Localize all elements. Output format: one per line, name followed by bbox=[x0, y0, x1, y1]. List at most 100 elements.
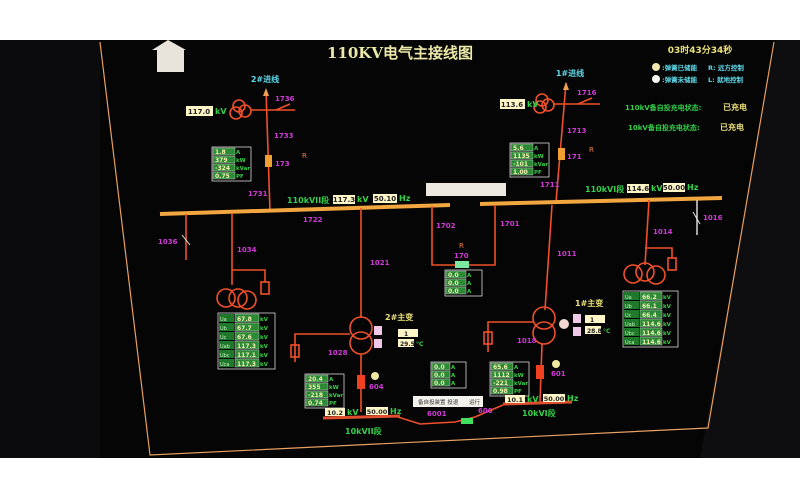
earth-switch-1736[interactable] bbox=[275, 103, 291, 111]
bus110-2-name: 110kVII段 bbox=[287, 195, 329, 205]
tie-control-button[interactable] bbox=[426, 183, 506, 196]
pt-icon bbox=[237, 290, 257, 310]
incoming1-mode: R bbox=[589, 146, 594, 154]
meter-label: Uab bbox=[220, 344, 230, 350]
id-1014: 1014 bbox=[653, 228, 673, 236]
page-title: 110KV电气主接线图 bbox=[327, 44, 473, 62]
meter-unit: kV bbox=[260, 353, 269, 359]
status-110kv-label: 110kV备自投充电状态: bbox=[625, 103, 702, 112]
home-button[interactable] bbox=[152, 40, 186, 72]
meter-value-cell bbox=[212, 155, 236, 164]
meter-label: Ubc bbox=[220, 353, 230, 359]
meter-label: Ua bbox=[625, 295, 632, 301]
breaker-173[interactable] bbox=[265, 155, 272, 167]
meter-value-cell bbox=[490, 386, 514, 395]
meter-value: 66.4 bbox=[642, 312, 657, 319]
meter-value-cell bbox=[431, 362, 451, 371]
meter-frame bbox=[211, 146, 252, 182]
tap-down-button[interactable] bbox=[573, 327, 581, 336]
meter-unit: PF bbox=[329, 401, 337, 407]
meter-unit: kV bbox=[260, 362, 269, 368]
id-1021: 1021 bbox=[370, 259, 390, 267]
meter-value-cell bbox=[431, 378, 451, 387]
meter-label: Ua bbox=[220, 317, 227, 323]
bus110-2-kv-unit: kV bbox=[357, 195, 369, 204]
meter-unit: kVar bbox=[329, 393, 343, 399]
meter-label: Ub bbox=[625, 304, 632, 310]
id-1702: 1702 bbox=[436, 222, 456, 230]
bus10-2-name: 10kVII段 bbox=[345, 426, 382, 436]
meter-value: 1.8 bbox=[215, 149, 226, 156]
t1-tap: 1 bbox=[590, 317, 594, 324]
breaker-170[interactable] bbox=[455, 261, 469, 268]
bus10-2-hz-unit: Hz bbox=[390, 407, 402, 416]
meter-value-cell bbox=[431, 370, 451, 379]
auto-transfer-label: 备自投装置 投退 bbox=[418, 398, 459, 406]
auto-transfer-panel[interactable] bbox=[413, 396, 483, 407]
meter-value: 355 bbox=[308, 384, 321, 391]
meter-value-cell bbox=[212, 147, 236, 156]
meter-label-cell bbox=[219, 314, 234, 322]
bus10-2-hz: 50.00 bbox=[367, 408, 388, 416]
tap-down-button[interactable] bbox=[374, 339, 382, 348]
id-1034: 1034 bbox=[237, 246, 257, 254]
legend-local: L: 就地控制 bbox=[708, 75, 744, 84]
meter-label: Uc bbox=[220, 335, 227, 341]
meter-unit: A bbox=[236, 150, 241, 156]
incoming1-kv-value: 113.6 bbox=[501, 101, 523, 109]
bus110-1-hz-unit: Hz bbox=[687, 183, 699, 192]
meter-label-cell bbox=[219, 332, 234, 340]
meter-label-cell bbox=[219, 341, 234, 349]
meter-unit: kW bbox=[329, 385, 339, 391]
meter-value: 20.4 bbox=[308, 376, 323, 383]
id-604: 604 bbox=[369, 383, 384, 391]
meter-unit: PF bbox=[236, 174, 244, 180]
bus-10kv-i bbox=[502, 400, 573, 406]
id-6001: 6001 bbox=[427, 410, 447, 418]
tap-up-button[interactable] bbox=[573, 314, 581, 323]
status-10kv-label: 10kV备自投充电状态: bbox=[628, 123, 700, 132]
status-110kv-value: 已充电 bbox=[723, 102, 747, 112]
earth-switch-1036[interactable] bbox=[181, 234, 191, 246]
clock: 03时43分34秒 bbox=[668, 44, 733, 56]
meter-value: 1112 bbox=[493, 372, 510, 379]
meter-value: 0.75 bbox=[215, 173, 230, 180]
meter-unit: A bbox=[467, 281, 472, 287]
incoming2-mode: R bbox=[302, 152, 307, 160]
id-1701: 1701 bbox=[500, 220, 520, 228]
t1-temp: 28.8 bbox=[587, 328, 602, 335]
meter-unit: A bbox=[451, 381, 456, 387]
meter-unit: kV bbox=[260, 335, 269, 341]
bus10-1-kv: 10.1 bbox=[507, 396, 524, 404]
t1-name: 1#主变 bbox=[575, 298, 603, 308]
meter-value: 67.8 bbox=[237, 316, 252, 323]
id-1011: 1011 bbox=[557, 250, 577, 258]
breaker-600[interactable] bbox=[461, 418, 473, 424]
meter-value-cell bbox=[234, 349, 260, 359]
breaker-604[interactable] bbox=[357, 375, 365, 389]
breaker-171[interactable] bbox=[558, 148, 565, 160]
meter-value: 379 bbox=[215, 157, 228, 164]
meter-value: 117.1 bbox=[237, 352, 256, 359]
bus10-2-kv-unit: kV bbox=[347, 408, 359, 417]
meter-unit: PF bbox=[514, 389, 522, 395]
earth-switch-1016[interactable] bbox=[692, 211, 701, 225]
meter-value: 66.2 bbox=[642, 294, 657, 301]
t2-tap: 1 bbox=[404, 331, 408, 338]
meter-label: Ub bbox=[220, 326, 227, 332]
meter-label-cell bbox=[219, 350, 234, 358]
meter-unit: kVar bbox=[534, 162, 548, 168]
id-1736: 1736 bbox=[275, 95, 295, 103]
earth-switch-1716[interactable] bbox=[577, 97, 593, 105]
id-1716: 1716 bbox=[577, 89, 597, 97]
bus110-2-hz-unit: Hz bbox=[399, 194, 411, 203]
tap-up-button[interactable] bbox=[374, 326, 382, 335]
meter-value: 65.6 bbox=[493, 364, 508, 371]
meter-unit: PF bbox=[534, 170, 542, 176]
breaker-601[interactable] bbox=[536, 365, 544, 379]
